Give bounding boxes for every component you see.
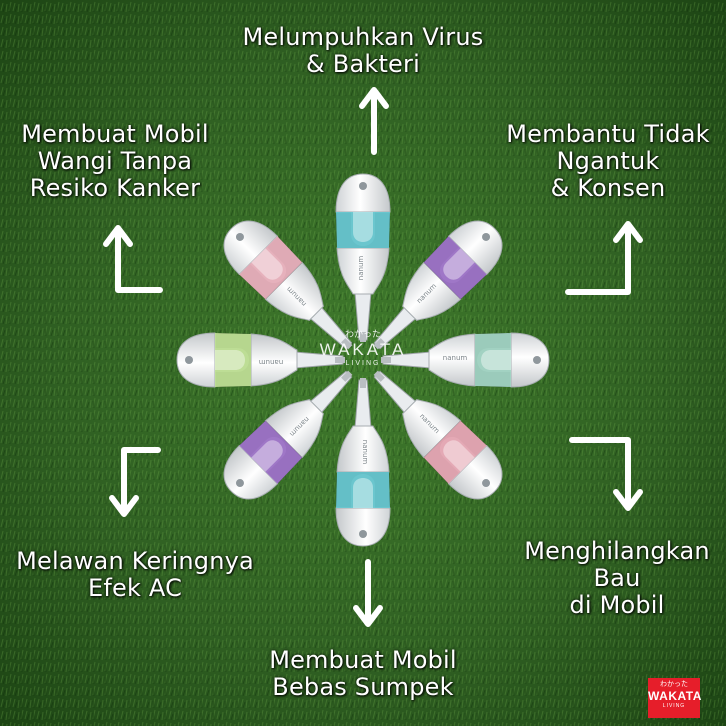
arrows	[103, 87, 643, 627]
humidifier-bottom	[335, 377, 391, 547]
humidifier-color-ring	[239, 420, 303, 484]
humidifier-color-ring	[336, 212, 390, 248]
humidifier-color-ring	[215, 333, 251, 387]
logo-name: WAKATA	[648, 689, 702, 703]
humidifier-top	[335, 173, 391, 343]
humidifier-color-ring	[423, 420, 487, 484]
humidifier-left	[176, 332, 346, 388]
arrow-top-left	[103, 225, 163, 293]
humidifier-color-ring	[423, 236, 487, 300]
caption-top: Melumpuhkan Virus& Bakteri	[242, 23, 484, 78]
humidifier-top-right	[356, 208, 515, 367]
humidifier-color-ring	[239, 236, 303, 300]
arrow-up	[359, 87, 389, 155]
arrow-bottom-left	[109, 447, 161, 517]
brand-logo: わかった WAKATA LIVING	[648, 678, 702, 718]
humidifier-bottom-right	[356, 353, 515, 512]
humidifier-top-left	[211, 208, 370, 367]
humidifier-color-ring	[336, 472, 390, 508]
arrow-down	[353, 559, 383, 627]
arrow-bottom-right	[569, 437, 643, 511]
logo-sub: LIVING	[662, 703, 686, 709]
arrow-top-right	[565, 221, 643, 295]
humidifier-color-ring	[475, 333, 511, 387]
humidifier-right	[380, 332, 550, 388]
humidifier-wheel	[176, 173, 550, 547]
humidifier-bottom-left	[211, 353, 370, 512]
logo-kana: わかった	[660, 681, 688, 688]
